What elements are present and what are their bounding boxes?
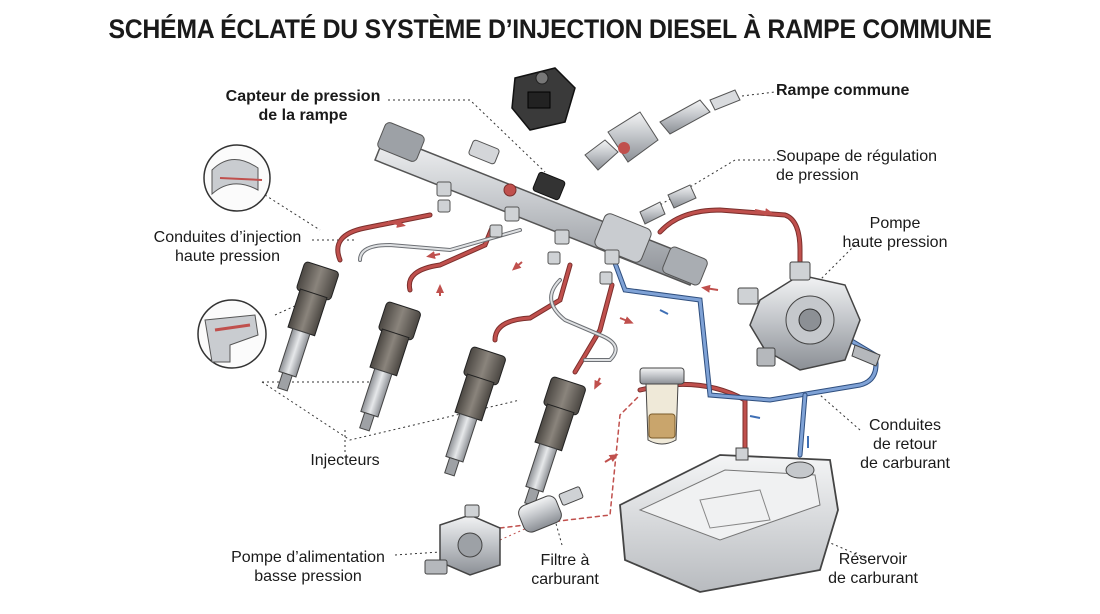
- leader-soupape: [659, 159, 775, 206]
- injector-icon: [277, 261, 586, 507]
- label-conduites-inj-line2: haute pression: [175, 248, 280, 265]
- label-conduites-injection: Conduites d’injection haute pression: [140, 228, 315, 266]
- leader-filtre: [554, 519, 563, 546]
- label-injecteurs: Injecteurs: [290, 451, 400, 470]
- label-soupape-regulation: Soupape de régulation de pression: [776, 147, 956, 185]
- pump-icon: [737, 261, 881, 371]
- label-injecteurs-line1: Injecteurs: [310, 452, 380, 469]
- label-filtre-carburant: Filtre à carburant: [520, 551, 610, 589]
- label-capteur-line2: de la rampe: [258, 107, 348, 124]
- label-pompe-basse-pression: Pompe d’alimentation basse pression: [218, 548, 398, 586]
- label-pompe-hp-line2: haute pression: [842, 234, 948, 251]
- tank-icon: [619, 447, 839, 593]
- pressure-sensor-icon: [511, 67, 741, 225]
- flow-arrow-icon: [387, 208, 809, 463]
- page-title: SCHÉMA ÉCLATÉ DU SYSTÈME D’INJECTION DIE…: [108, 14, 992, 44]
- label-retour-line2: de retour: [872, 436, 938, 453]
- label-capteur-pression: Capteur de pression de la rampe: [218, 87, 388, 125]
- leader-pompe-hp: [809, 244, 856, 291]
- label-soupape-line2: de pression: [776, 167, 859, 184]
- label-pompe-haute-pression: Pompe haute pression: [830, 214, 960, 252]
- leader-magnifier-1: [264, 194, 321, 231]
- label-soupape-line1: Soupape de régulation: [776, 148, 938, 165]
- label-filtre-line2: carburant: [531, 571, 599, 588]
- label-conduites-inj-line1: Conduites d’injection: [153, 229, 302, 246]
- leader-rampe: [741, 91, 776, 97]
- magnifier-detail-icon: [197, 144, 271, 369]
- label-retour-line1: Conduites: [868, 417, 942, 434]
- pump-icon-low-pressure: [424, 504, 501, 576]
- label-rampe-line1: Rampe commune: [776, 82, 910, 99]
- label-pompe-hp-line1: Pompe: [869, 215, 921, 232]
- label-reservoir: Réservoir de carburant: [808, 550, 938, 588]
- label-capteur-line1: Capteur de pression: [225, 88, 381, 105]
- leader-pompe-bp: [394, 551, 441, 556]
- label-reservoir-line1: Réservoir: [838, 551, 908, 568]
- leader-capteur: [388, 99, 546, 173]
- label-rampe-commune: Rampe commune: [776, 81, 926, 100]
- label-conduites-retour: Conduites de retour de carburant: [840, 416, 970, 473]
- leader-retour: [819, 394, 861, 431]
- rail-icon: [374, 122, 708, 286]
- label-pompe-bp-line1: Pompe d’alimentation: [231, 549, 385, 566]
- label-reservoir-line2: de carburant: [828, 570, 918, 587]
- label-pompe-bp-line2: basse pression: [254, 568, 362, 585]
- filter-icon: [518, 367, 685, 533]
- label-filtre-line1: Filtre à: [540, 552, 590, 569]
- label-retour-line3: de carburant: [860, 455, 950, 472]
